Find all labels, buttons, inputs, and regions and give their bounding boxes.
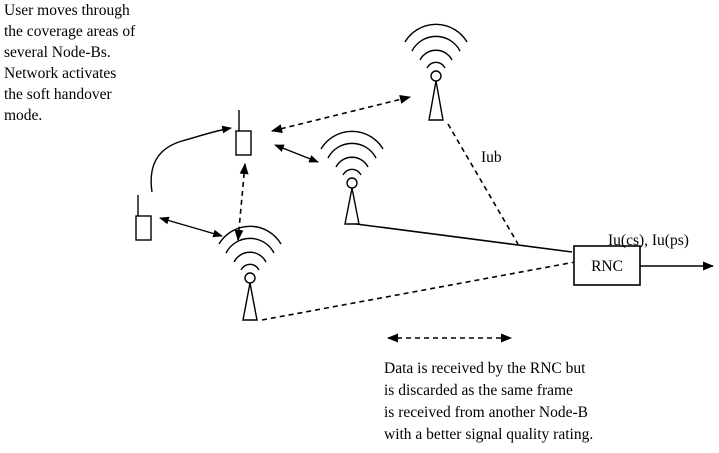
radio-link-lower-phone-to-bottom-nodeb bbox=[159, 216, 223, 238]
legend-line: is received from another Node-B bbox=[384, 404, 588, 421]
radio-link-upper-phone-to-bottom-nodeb bbox=[234, 162, 249, 242]
node-b-top-icon bbox=[404, 23, 468, 121]
intro-line: several Node-Bs. bbox=[4, 44, 111, 61]
node-b-middle-icon bbox=[320, 130, 384, 225]
radio-link-upper-phone-to-top-nodeb bbox=[270, 95, 412, 133]
intro-text: User moves through the coverage areas of… bbox=[4, 2, 136, 124]
intro-line: mode. bbox=[4, 107, 42, 124]
mobile-phone-lower-icon bbox=[135, 195, 152, 241]
mobile-phone-upper-icon bbox=[235, 110, 252, 156]
intro-line: the coverage areas of bbox=[4, 23, 136, 40]
iu-label: Iu(cs), Iu(ps) bbox=[608, 232, 689, 249]
radio-link-upper-phone-to-middle-nodeb bbox=[274, 144, 319, 163]
legend-text: Data is received by the RNC but is disca… bbox=[384, 360, 593, 443]
intro-line: the soft handover bbox=[4, 86, 112, 103]
iub-link-bottom bbox=[261, 261, 576, 321]
iub-link-middle bbox=[355, 223, 573, 253]
intro-line: User moves through bbox=[4, 2, 130, 19]
node-b-bottom-icon bbox=[218, 225, 282, 321]
iub-label: Iub bbox=[481, 149, 502, 166]
user-movement-arrow bbox=[150, 125, 232, 193]
rnc-label: RNC bbox=[591, 258, 623, 275]
intro-line: Network activates bbox=[4, 65, 116, 82]
legend-line: is discarded as the same frame bbox=[384, 382, 573, 399]
iub-link-top bbox=[447, 123, 519, 245]
legend-line: Data is received by the RNC but bbox=[384, 360, 586, 377]
legend-line: with a better signal quality rating. bbox=[384, 426, 593, 443]
